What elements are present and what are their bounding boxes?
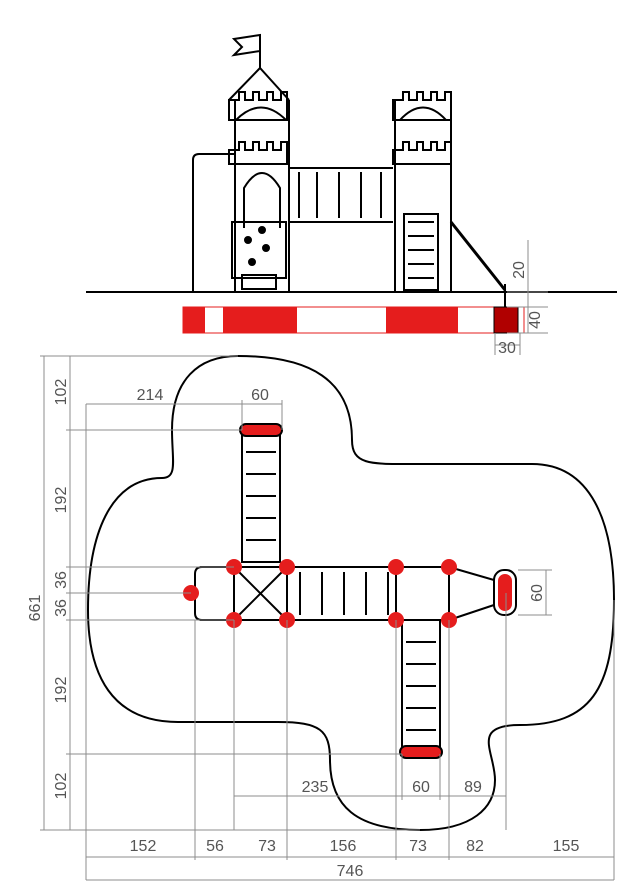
dim-height-above-ground: 20 (511, 261, 528, 279)
dim-top-slide: 192 (53, 487, 70, 514)
dim-bottom-7: 155 (553, 838, 580, 855)
dim-bottom-4: 156 (330, 838, 357, 855)
dim-bottom-3: 73 (258, 838, 276, 855)
dim-bottom-slide: 192 (53, 677, 70, 704)
left-tower (228, 33, 290, 292)
bridge (289, 167, 393, 223)
slide-rail (192, 153, 235, 292)
dim-lower-offset: 235 (302, 779, 329, 796)
main-deck (194, 566, 517, 621)
footing-bar (182, 306, 525, 334)
bottom-slide (399, 619, 443, 759)
dim-upper-half: 36 (53, 571, 70, 589)
dim-lower-right: 89 (464, 779, 482, 796)
dim-footing-width: 30 (498, 340, 516, 357)
dim-end-width: 60 (529, 584, 546, 602)
dim-top-slide-width: 60 (251, 387, 269, 404)
dim-bottom-6: 82 (466, 838, 484, 855)
dim-bottom-slide-width: 60 (412, 779, 430, 796)
top-slide (239, 423, 283, 563)
safety-zone (86, 354, 616, 832)
deck-posts (183, 559, 512, 628)
dim-bottom-2: 56 (206, 838, 224, 855)
dim-bottom-1: 152 (130, 838, 157, 855)
elevation-dims: 20 40 30 (494, 240, 548, 357)
dim-top-margin: 102 (53, 379, 70, 406)
elevation-view: 20 40 30 (86, 33, 617, 357)
right-tower (392, 91, 507, 307)
dim-footing-depth: 40 (527, 311, 544, 329)
plan-dim-lines (40, 355, 615, 881)
dim-lower-half: 36 (53, 599, 70, 617)
dim-left-offset: 214 (137, 387, 164, 404)
dim-total-height: 661 (27, 595, 44, 622)
dim-bottom-margin: 102 (53, 773, 70, 800)
dim-total-width: 746 (337, 863, 364, 880)
plan-view: 102 192 36 36 192 102 661 214 60 60 235 … (27, 354, 616, 881)
dim-bottom-5: 73 (409, 838, 427, 855)
